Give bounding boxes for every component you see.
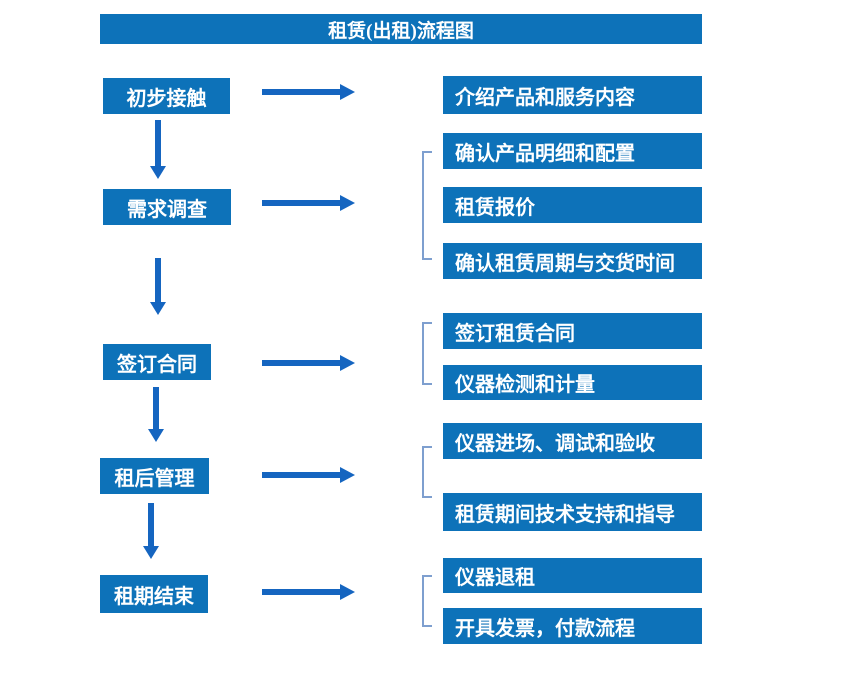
detail-box-sign-rental-contract: 签订租赁合同 <box>443 313 702 349</box>
group-bracket-post-rental <box>422 446 432 498</box>
flow-arrow-down-4-icon <box>143 503 159 559</box>
flow-arrow-right-1-icon <box>262 84 355 100</box>
flow-arrow-right-4-icon <box>262 467 355 483</box>
step-box-sign-contract: 签订合同 <box>103 344 211 380</box>
step-box-rental-end: 租期结束 <box>100 575 208 613</box>
group-bracket-rental-end <box>422 575 432 627</box>
detail-box-instrument-return: 仪器退租 <box>443 558 702 593</box>
detail-box-introduce-products: 介绍产品和服务内容 <box>443 76 702 114</box>
detail-box-technical-support: 租赁期间技术支持和指导 <box>443 493 702 531</box>
flowchart-title: 租赁(出租)流程图 <box>100 14 702 44</box>
detail-box-invoice-payment: 开具发票，付款流程 <box>443 608 702 644</box>
flow-arrow-right-5-icon <box>262 584 355 600</box>
step-box-initial-contact: 初步接触 <box>103 78 230 114</box>
detail-box-instrument-inspection: 仪器检测和计量 <box>443 365 702 400</box>
flow-arrow-down-1-icon <box>150 120 166 179</box>
group-bracket-demand-survey <box>422 151 432 260</box>
flow-arrow-down-2-icon <box>150 258 166 315</box>
flow-arrow-right-2-icon <box>262 195 355 211</box>
group-bracket-sign-contract <box>422 322 432 385</box>
step-box-post-rental-management: 租后管理 <box>100 458 209 494</box>
step-box-demand-survey: 需求调查 <box>103 189 231 225</box>
detail-box-confirm-period-delivery: 确认租赁周期与交货时间 <box>443 243 702 279</box>
flow-arrow-right-3-icon <box>262 355 355 371</box>
detail-box-instrument-setup-acceptance: 仪器进场、调试和验收 <box>443 423 702 459</box>
detail-box-confirm-product-config: 确认产品明细和配置 <box>443 133 702 169</box>
detail-box-rental-quotation: 租赁报价 <box>443 187 702 223</box>
flow-arrow-down-3-icon <box>148 387 164 442</box>
